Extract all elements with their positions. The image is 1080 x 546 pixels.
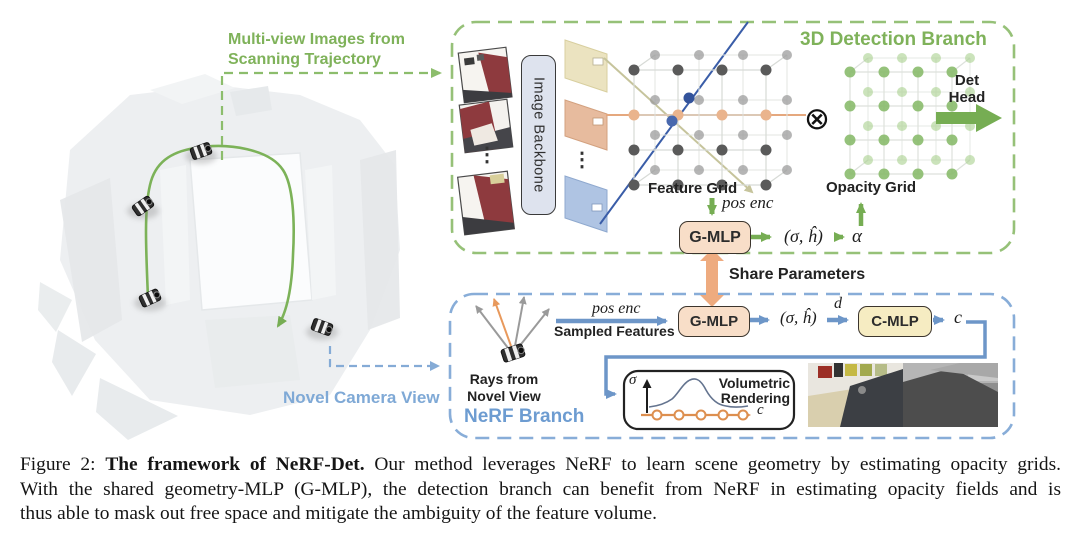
thumbnails-ellipsis: ⋮ <box>477 144 497 166</box>
camera-icon <box>131 195 155 217</box>
image-backbone-box: Image Backbone <box>521 55 556 215</box>
camera-icon <box>138 288 162 308</box>
feature-plane-stack <box>564 39 608 233</box>
novel-view-camera-icon <box>310 318 334 336</box>
caption-line1-rest: Our method leverages NeRF to learn scene… <box>364 454 1061 475</box>
cmlp-box: C-MLP <box>858 306 932 337</box>
sigma-axis-label: σ <box>629 372 637 388</box>
figure-caption: Figure 2: The framework of NeRF-Det. Our… <box>20 453 1061 527</box>
feature-grid-label: Feature Grid <box>648 180 738 197</box>
pos-enc-label-top: pos enc <box>722 193 774 212</box>
caption-line1: Figure 2: The framework of NeRF-Det. Our… <box>20 453 1061 478</box>
tensor-product-icon: ⊗ <box>804 101 830 137</box>
sigma-h-output-bottom: (σ, ĥ) <box>780 308 817 327</box>
nerf-branch-box <box>448 292 1016 440</box>
detection-branch-box <box>450 20 1016 255</box>
render-c-axis-label: c <box>757 402 764 418</box>
share-parameters-arrow <box>700 249 724 307</box>
camera-icon <box>189 142 213 160</box>
direction-d-label: d <box>834 295 842 312</box>
det-head-arrow <box>936 104 1002 132</box>
opacity-grid-illustration <box>844 53 975 180</box>
color-c-label: c <box>954 307 962 327</box>
share-parameters-label: Share Parameters <box>729 266 866 283</box>
caption-line2: With the shared geometry-MLP (G-MLP), th… <box>20 478 1061 500</box>
planes-ellipsis: ⋮ <box>572 149 592 171</box>
det-head-label-line2: Head <box>948 89 986 106</box>
feature-grid-illustration <box>628 50 792 191</box>
sampled-features-label: Sampled Features <box>554 323 675 339</box>
gmlp-box-nerf: G-MLP <box>678 306 750 337</box>
multiview-label-line2: Scanning Trajectory <box>228 51 381 68</box>
caption-bold-title: The framework of NeRF-Det. <box>105 454 365 475</box>
nerf-branch-title: NeRF Branch <box>464 406 585 427</box>
color-routing-line <box>604 320 987 399</box>
rendered-color-image <box>808 363 903 427</box>
multiview-thumbnails <box>456 46 516 236</box>
det-head-label-line1: Det <box>954 72 980 89</box>
rays-label-line2: Novel View <box>467 388 541 404</box>
alpha-label: α <box>852 226 862 247</box>
volumetric-rendering-plot <box>622 369 796 431</box>
detection-branch-title: 3D Detection Branch <box>800 29 987 50</box>
opacity-grid-label: Opacity Grid <box>826 179 917 196</box>
caption-line3: thus able to mask out free space and mit… <box>20 503 657 525</box>
multiview-label-line1: Multi-view Images from <box>228 31 405 48</box>
rays-from-novel-view-icon <box>475 296 550 363</box>
gmlp-box-detection: G-MLP <box>679 221 751 254</box>
novel-view-dashed-arrow <box>328 346 440 371</box>
rays-label-line1: Rays from <box>469 371 539 387</box>
rendered-depth-image <box>903 363 998 427</box>
volumetric-label-line1: Volumetric <box>718 375 790 391</box>
novel-camera-view-label: Novel Camera View <box>283 388 440 407</box>
sigma-h-output-top: (σ, ĥ) <box>784 226 823 246</box>
scene-mesh-illustration <box>38 74 400 440</box>
pos-enc-label-bottom: pos enc <box>592 300 641 317</box>
caption-figure-number: Figure 2: <box>20 454 106 475</box>
volumetric-label-line2: Rendering <box>720 390 790 406</box>
